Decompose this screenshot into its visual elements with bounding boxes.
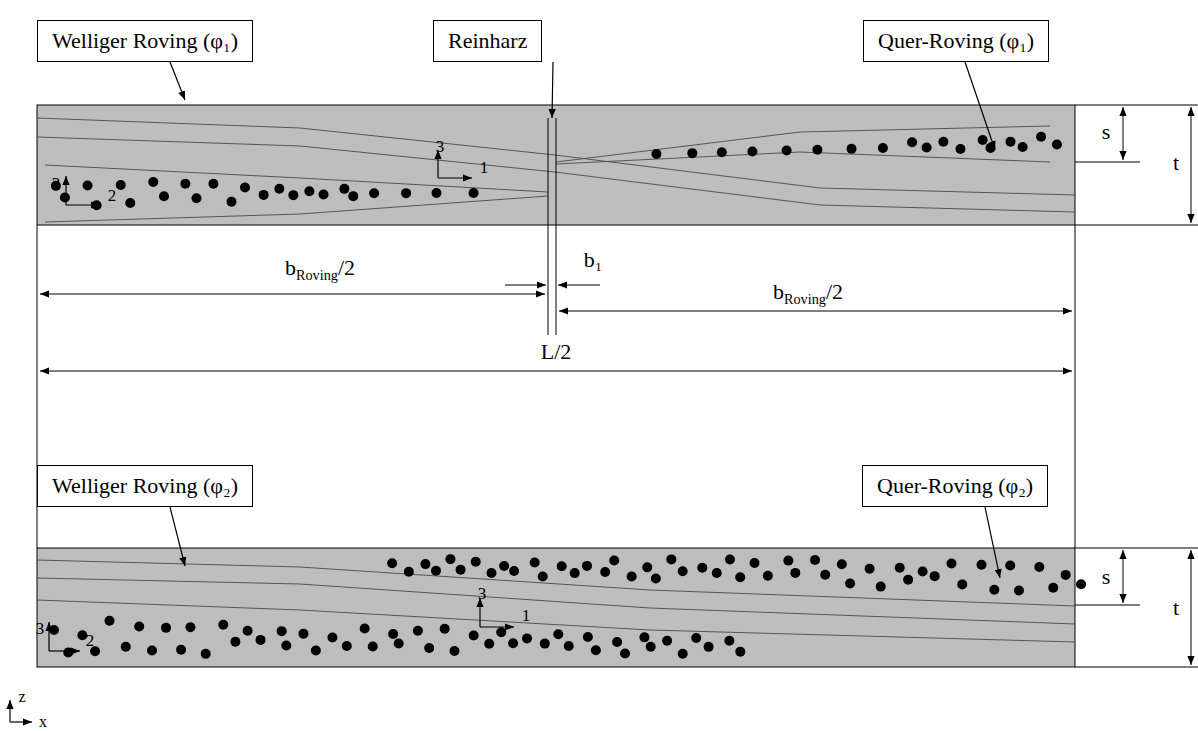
dimension-label: L/2 [541,339,572,364]
dimension-label: 1 [522,606,531,625]
label-group: s [1102,566,1111,588]
label-group: L/2 [541,341,572,363]
box-label: Welliger Roving (φ₂) [52,473,238,499]
frame [37,105,1075,667]
dimension-lines [40,105,1198,667]
dimension-label: /2 [826,279,843,304]
dimension-label: 3 [478,584,487,603]
label-box: Quer-Roving (φ₂) [862,465,1048,507]
label-box: Welliger Roving (φ₂) [37,465,253,507]
label-group: 2 [108,187,117,204]
dimension-label: s [1102,564,1111,589]
label-box: Reinharz [433,20,542,62]
dimension-label: 2 [86,631,95,650]
dimension-label: 3 [52,174,61,193]
label-group: 3 [478,585,487,602]
subscript-label: Roving [784,291,826,307]
label-group: t [1173,597,1179,619]
label-group: bRoving/2 [773,281,843,306]
dimension-label: 3 [436,137,445,156]
dimension-label: /2 [338,255,355,280]
label-group: s [1102,121,1111,143]
resin-line [548,118,549,335]
label-group: 3 [36,620,45,637]
label-box: Welliger Roving (φ₁) [37,20,253,62]
label-group: b₁ [584,249,603,271]
dimension-label: b₁ [584,247,603,272]
dimension-label: x [39,713,47,730]
dimension-label: b [773,279,784,304]
box-label: Quer-Roving (φ₂) [877,473,1033,499]
label-group: 3 [436,138,445,155]
dimension-label: t [1173,150,1179,175]
label-group: 2 [86,632,95,649]
dimension-label: 1 [480,158,489,177]
label-group: t [1173,152,1179,174]
dimension-label: 3 [36,619,45,638]
box-label: Welliger Roving (φ₁) [52,28,238,54]
axis-triads [10,150,514,722]
label-group: 1 [480,159,489,176]
dimension-label: z [18,688,25,705]
subscript-label: Roving [296,267,338,283]
dimension-label: s [1102,119,1111,144]
dimension-label: t [1173,595,1179,620]
box-label: Reinharz [448,28,527,54]
label-group: bRoving/2 [285,257,355,282]
fiber-dots [49,132,1086,659]
laminate-panel-bottom [37,548,1075,667]
label-group: x [39,714,47,730]
roving-boundaries-bottom [37,560,1075,642]
label-group: 3 [52,175,61,192]
box-label: Quer-Roving (φ₁) [878,28,1034,54]
label-group: z [18,689,25,705]
dimension-label: 2 [108,186,117,205]
dimension-label: b [285,255,296,280]
label-box: Quer-Roving (φ₁) [863,20,1049,62]
resin-line [556,118,557,335]
label-group: 1 [522,607,531,624]
